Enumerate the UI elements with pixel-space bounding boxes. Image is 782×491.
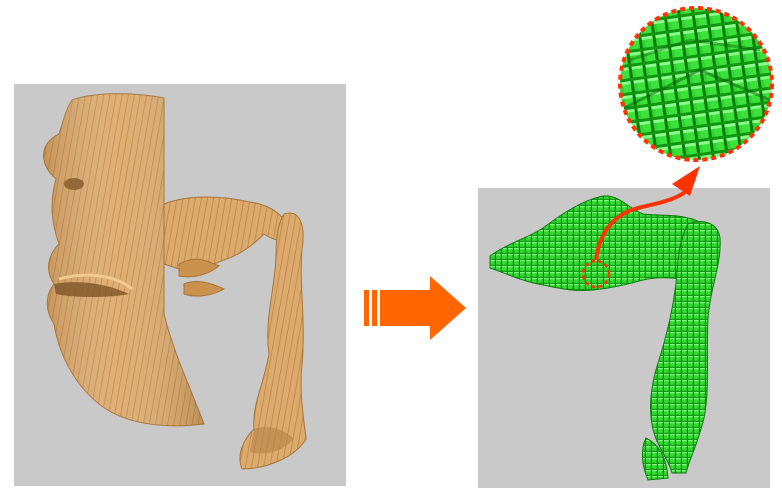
surface-model-panel [14, 84, 346, 486]
surface-model-image [14, 84, 346, 486]
transform-arrow-icon [360, 276, 472, 340]
magnified-voxels [610, 0, 782, 170]
airway-upper [164, 197, 294, 270]
voxel-model-image [478, 188, 770, 488]
voxel-model-panel [478, 188, 770, 488]
magnifier-border [620, 8, 772, 160]
